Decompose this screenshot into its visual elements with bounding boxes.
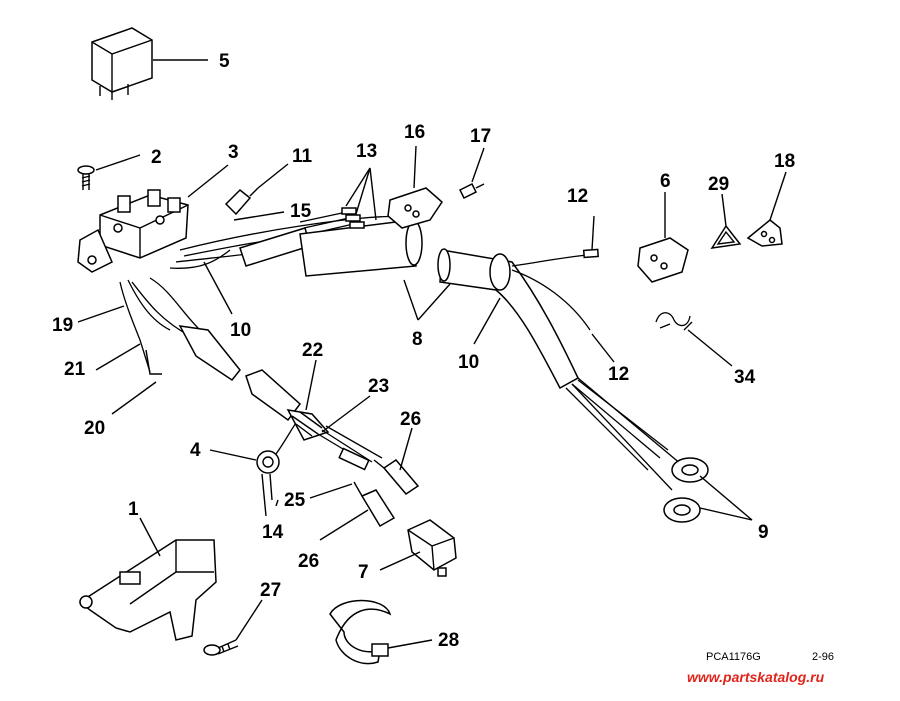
relay-part (91, 27, 153, 100)
connector-6-part (637, 237, 689, 283)
screw-part (77, 165, 95, 190)
wire-connector-part (224, 187, 259, 216)
bundle-leads (341, 207, 365, 229)
battery-cables (565, 377, 709, 523)
callout-3: 3 (228, 142, 239, 163)
callout-labels: 5 2 3 11 13 16 17 15 12 6 29 18 19 10 8 … (52, 51, 795, 651)
pin-17-part (458, 182, 485, 200)
callout-25: 25 (284, 490, 306, 511)
callout-14: 14 (262, 522, 284, 543)
callout-10-right: 10 (458, 352, 479, 373)
callout-13: 13 (356, 141, 377, 162)
callout-4: 4 (190, 440, 201, 461)
callout-29: 29 (708, 174, 729, 195)
callout-20: 20 (84, 418, 105, 439)
callout-6: 6 (660, 171, 671, 192)
callout-7: 7 (358, 562, 369, 583)
connector-16-part (387, 187, 443, 229)
callout-28: 28 (438, 630, 459, 651)
callout-23: 23 (368, 376, 389, 397)
callout-8: 8 (412, 329, 423, 350)
callout-17: 17 (470, 126, 491, 147)
callout-10-left: 10 (230, 320, 251, 341)
callout-19: 19 (52, 315, 73, 336)
watermark: www.partskatalog.ru (687, 669, 825, 685)
terminal-block-part (77, 189, 189, 273)
callout-12-bottom: 12 (608, 364, 629, 385)
plug-26a-part (373, 459, 420, 495)
callout-9: 9 (758, 522, 769, 543)
callout-1: 1 (128, 499, 139, 520)
callout-21: 21 (64, 359, 86, 380)
callout-27: 27 (260, 580, 281, 601)
callout-26-bottom: 26 (298, 551, 319, 572)
callout-5: 5 (219, 51, 230, 72)
screw-27-part (203, 639, 239, 656)
grommet-29-part (710, 224, 742, 249)
callout-11: 11 (292, 146, 313, 167)
strap-28-part (329, 599, 392, 665)
housing-7-part (407, 519, 457, 577)
callout-15: 15 (290, 201, 312, 222)
connector-18-part (746, 219, 783, 247)
callout-34: 34 (734, 367, 756, 388)
clip-34-part (655, 312, 693, 331)
lead-wires (511, 248, 599, 331)
callout-2: 2 (151, 147, 162, 168)
braided-harness (286, 409, 383, 471)
callout-18: 18 (774, 151, 795, 172)
callout-12-top: 12 (567, 186, 588, 207)
callout-22: 22 (302, 340, 323, 361)
callout-16: 16 (404, 122, 425, 143)
harness-sleeve (178, 219, 579, 422)
revision-date: 2-96 (812, 651, 834, 663)
plug-26b-part (353, 481, 396, 528)
callout-26-top: 26 (400, 409, 421, 430)
drawing-code: PCA1176G (706, 651, 761, 663)
bracket-1-part (78, 539, 217, 641)
socket-4-part (256, 419, 299, 501)
